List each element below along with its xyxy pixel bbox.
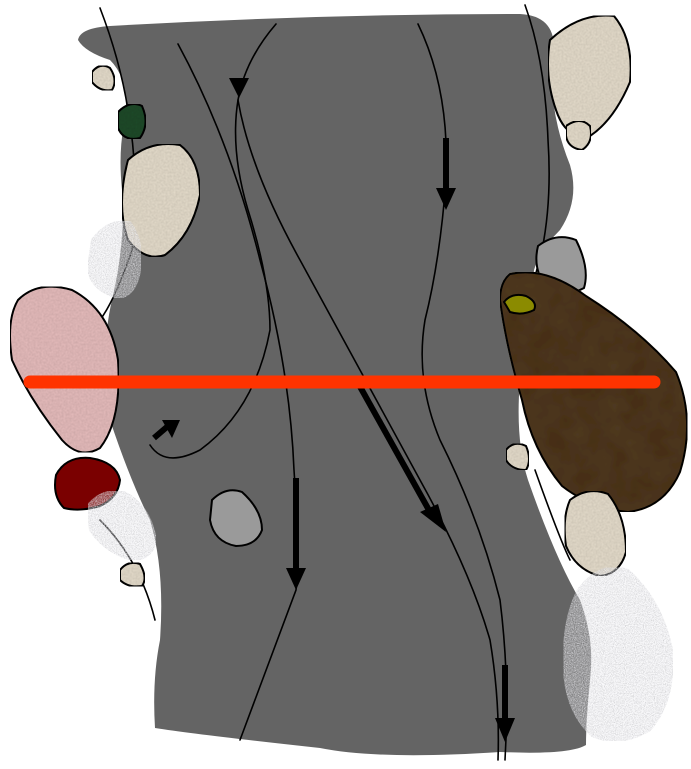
clast-cream-top-right bbox=[548, 16, 631, 137]
clast-cream-small-top-right bbox=[566, 121, 591, 150]
clast-cream-small-top-left bbox=[92, 66, 115, 91]
clast-pink-large bbox=[10, 287, 119, 453]
clast-speckled-left-upper bbox=[88, 221, 141, 298]
clast-cream-small-bottom-left bbox=[120, 563, 145, 587]
clast-olive-small bbox=[504, 295, 535, 314]
clast-speckled-large-lower-right bbox=[564, 568, 673, 741]
clast-dark-green bbox=[118, 104, 146, 139]
